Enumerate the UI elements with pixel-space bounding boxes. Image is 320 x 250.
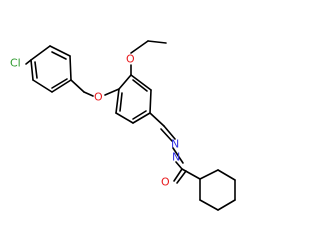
bond [49, 45, 71, 57]
bond [172, 147, 184, 164]
bond [70, 79, 85, 93]
bond [32, 79, 53, 93]
bond [25, 59, 32, 65]
imine-nitrogen-label: N [171, 138, 179, 151]
bond [30, 45, 51, 61]
bond [83, 91, 94, 97]
bond [149, 112, 165, 127]
bond [51, 51, 67, 60]
bond [217, 199, 236, 211]
ether-oxygen-label: O [94, 91, 103, 104]
bond [199, 199, 219, 211]
bond [147, 40, 167, 44]
bond [173, 168, 183, 182]
bond [51, 79, 72, 93]
bond [69, 55, 72, 81]
bond-layer [25, 40, 236, 211]
bond [119, 92, 123, 112]
bond [149, 89, 152, 114]
bond [118, 74, 132, 90]
bond [132, 110, 147, 120]
bond [132, 112, 151, 124]
bond [130, 40, 149, 54]
bond [163, 125, 176, 140]
bond [181, 168, 201, 180]
bond [30, 59, 34, 81]
carbonyl-oxygen-label: O [161, 176, 170, 189]
bond [130, 74, 152, 91]
bond [176, 170, 187, 184]
bond [115, 88, 120, 114]
bond [115, 112, 134, 124]
bond [199, 169, 219, 180]
bond [132, 79, 148, 92]
bond [175, 161, 183, 170]
amide-nitrogen-label: N [172, 151, 180, 164]
bond [217, 169, 236, 181]
bond [51, 78, 68, 89]
molecule-structure: Cl O O N N O [10, 40, 236, 211]
ethoxy-oxygen-label: O [126, 53, 135, 66]
bond [34, 61, 38, 79]
chlorine-label: Cl [10, 57, 21, 70]
atom-labels: Cl O O N N O [10, 53, 180, 189]
bond [160, 128, 173, 142]
bond [104, 88, 120, 96]
